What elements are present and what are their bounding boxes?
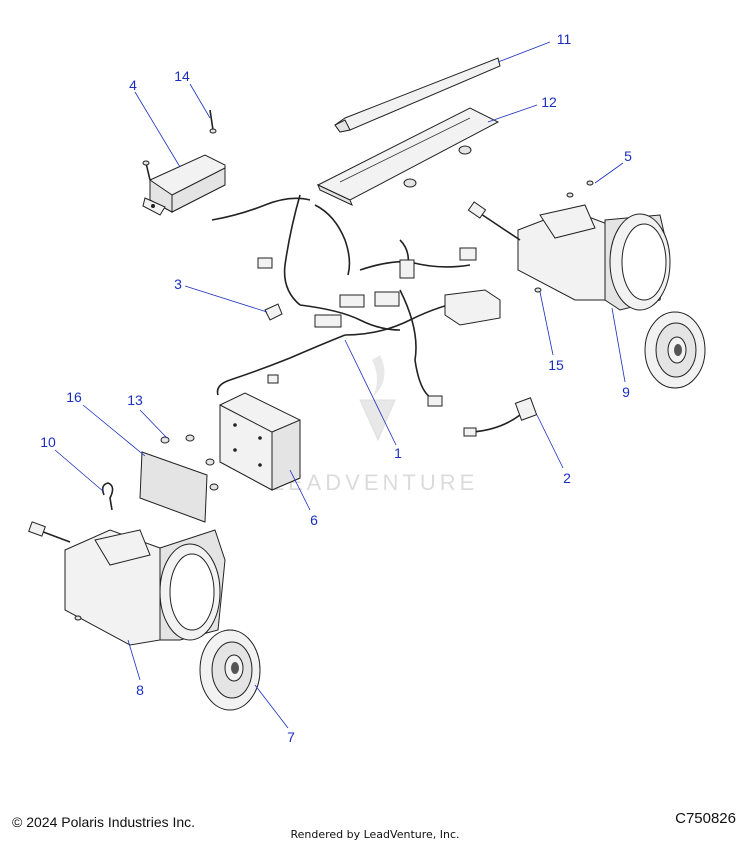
diagram-code: C750826 [675, 810, 736, 827]
callout-9: 9 [622, 384, 630, 400]
part-11-panel[interactable] [334, 57, 501, 133]
callout-8: 8 [136, 682, 144, 698]
callout-11: 11 [557, 31, 572, 47]
callout-16: 16 [66, 389, 82, 405]
callout-4: 4 [129, 77, 137, 93]
module-bolt [142, 160, 151, 181]
watermark-text: LEADVENTURE [272, 470, 479, 495]
callout-12: 12 [541, 94, 557, 110]
rendered-by-text: Rendered by LeadVenture, Inc. [290, 828, 460, 841]
callout-14: 14 [174, 68, 190, 84]
part-4-module[interactable] [142, 154, 226, 216]
callout-15: 15 [548, 357, 564, 373]
callout-2: 2 [563, 470, 571, 486]
callout-7: 7 [287, 729, 295, 745]
part-8-enclosure[interactable] [28, 521, 226, 646]
callout-5: 5 [624, 148, 632, 164]
part-13-screws[interactable] [160, 434, 219, 491]
part-10-clip[interactable] [101, 482, 114, 511]
callout-10: 10 [40, 434, 56, 450]
leadventure-watermark: LEADVENTURE [272, 355, 479, 495]
part-7-speaker[interactable] [199, 629, 261, 711]
callout-3: 3 [174, 276, 182, 292]
part-6-amplifier[interactable] [219, 392, 301, 491]
part-15-screw[interactable] [534, 287, 542, 293]
callout-13: 13 [127, 392, 143, 408]
part-1-harness[interactable] [211, 194, 501, 407]
part-3-connector[interactable] [264, 303, 283, 321]
part-16-pad[interactable] [139, 451, 208, 523]
part-9-enclosure[interactable] [467, 192, 671, 311]
part-2-cable[interactable] [463, 397, 538, 437]
leader-lines [54, 41, 626, 729]
copyright-text: © 2024 Polaris Industries Inc. [12, 814, 196, 830]
part-5-screw[interactable] [586, 180, 594, 186]
part-12-tray[interactable] [316, 107, 500, 206]
callout-1: 1 [394, 445, 402, 461]
callout-6: 6 [310, 512, 318, 528]
callout-numbers: 1 2 3 4 5 6 7 8 9 10 11 12 13 14 15 16 [40, 31, 632, 745]
right-speaker[interactable] [644, 311, 706, 389]
part-14-bolt[interactable] [209, 109, 217, 134]
